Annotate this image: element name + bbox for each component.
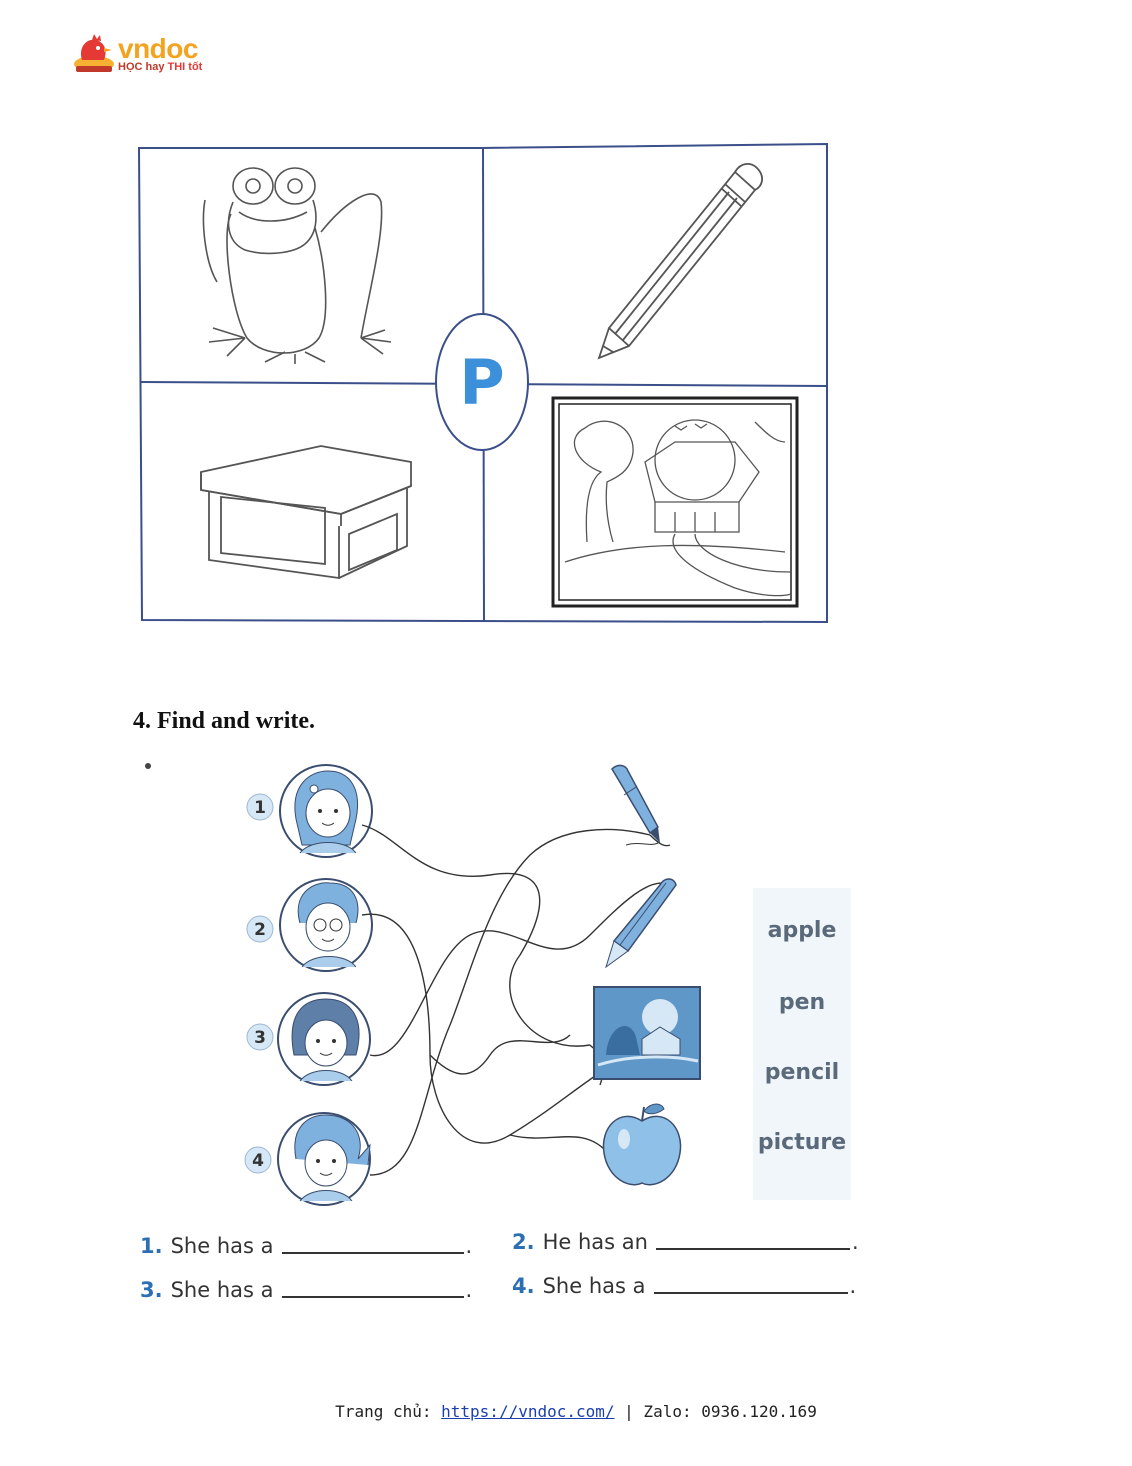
sentence-text: She has a [542, 1274, 646, 1298]
footer-contact: | Zalo: 0936.120.169 [614, 1402, 817, 1421]
logo-wordmark: vndoc [118, 33, 198, 64]
sentence-text: She has a [170, 1278, 274, 1302]
answer-blank[interactable] [655, 1246, 850, 1250]
person-4: 4 [244, 1112, 371, 1206]
pencil-icon [605, 878, 677, 969]
person-number: 4 [252, 1151, 264, 1171]
sentence-text: She has a [170, 1234, 274, 1258]
sentence-end: . [851, 1230, 859, 1254]
word-pen: pen [778, 990, 826, 1015]
word-apple: apple [767, 918, 837, 943]
person-3: 3 [246, 992, 371, 1086]
person-2: 2 [246, 878, 373, 972]
answer-blank[interactable] [281, 1250, 464, 1254]
footer-label: Trang chủ: [335, 1402, 442, 1421]
sentence-number: 1. [140, 1234, 163, 1258]
rooster-icon [74, 34, 114, 72]
landscape-picture-icon [551, 396, 799, 608]
word-bank: apple pen pencil picture [753, 888, 851, 1200]
answer-blank[interactable] [281, 1294, 464, 1298]
sentence-end: . [849, 1274, 857, 1298]
sentence-number: 2. [512, 1230, 535, 1254]
sentence-4: 4. She has a . [512, 1274, 856, 1298]
box-icon [200, 445, 412, 580]
sentence-1: 1. She has a . [140, 1234, 472, 1258]
person-number: 3 [254, 1028, 266, 1048]
vndoc-logo[interactable]: vndoc HỌC hay THI tốt [72, 34, 222, 78]
bullet-dot [145, 763, 151, 769]
sentence-3: 3. She has a . [140, 1278, 472, 1302]
person-1: 1 [246, 764, 373, 858]
word-picture: picture [757, 1130, 847, 1155]
sentence-end: . [465, 1234, 473, 1258]
word-pencil: pencil [764, 1060, 840, 1085]
exercise-title: 4. Find and write. [133, 708, 316, 734]
person-number: 1 [254, 798, 266, 818]
sentence-2: 2. He has an . [512, 1230, 859, 1254]
sentence-text: He has an [542, 1230, 648, 1254]
sentence-number: 3. [140, 1278, 163, 1302]
logo-slogan: HỌC hay THI tốt [118, 61, 203, 73]
answer-blank[interactable] [653, 1290, 848, 1294]
find-and-write-maze: 1 2 3 4 [244, 764, 701, 1206]
sentence-number: 4. [512, 1274, 535, 1298]
phonics-letter-figure: P [137, 142, 828, 624]
frog-icon [202, 167, 392, 364]
person-number: 2 [254, 920, 266, 940]
homepage-link[interactable]: https://vndoc.com/ [441, 1402, 615, 1421]
picture-icon [593, 986, 701, 1080]
page-footer: Trang chủ: https://vndoc.com/ | Zalo: 09… [0, 1402, 1132, 1421]
pencil-icon [597, 163, 763, 360]
center-letter: P [459, 346, 504, 419]
pen-icon [611, 764, 660, 846]
apple-icon [602, 1103, 682, 1186]
sentence-end: . [465, 1278, 473, 1302]
